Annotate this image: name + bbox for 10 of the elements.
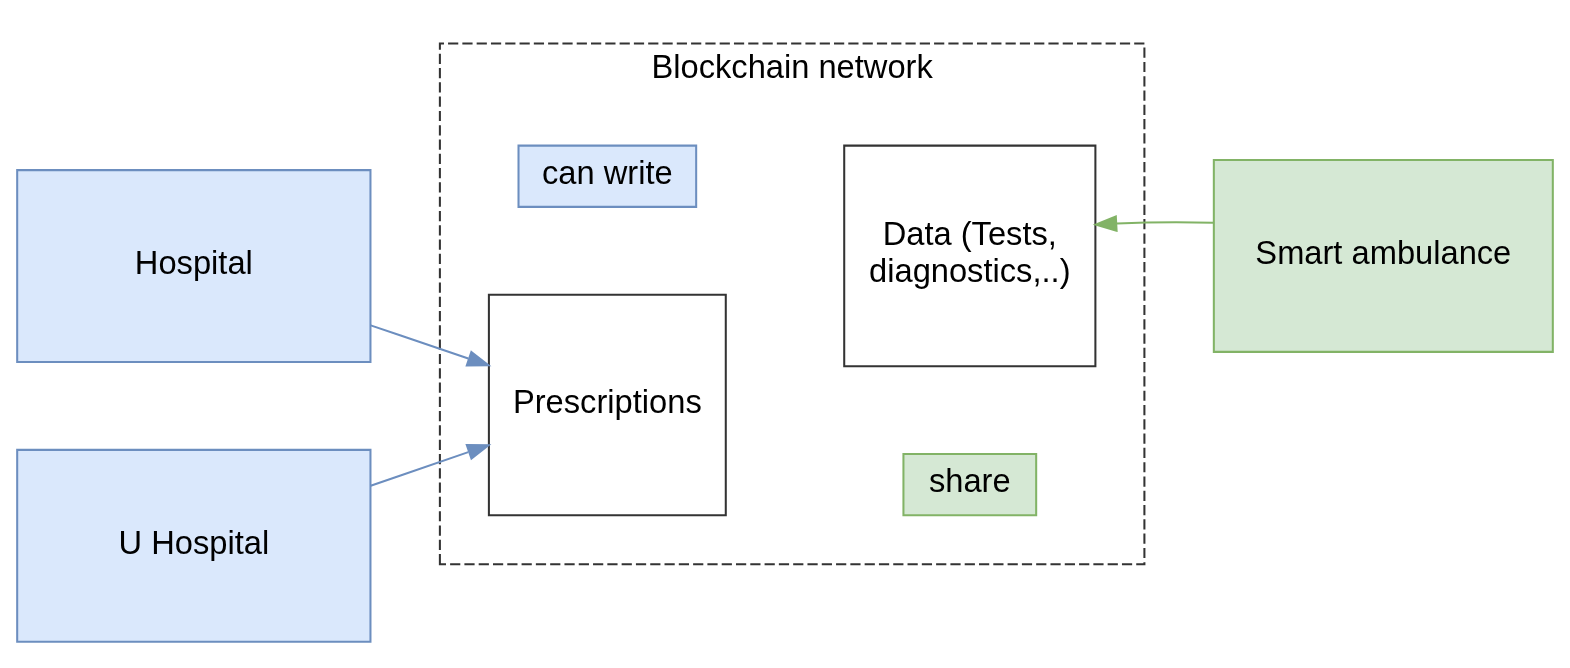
node-box: U Hospital <box>16 448 372 643</box>
node-box: Prescriptions <box>487 293 727 516</box>
node-box: share <box>902 452 1038 516</box>
arrow <box>370 443 492 487</box>
node-box: Data (Tests, diagnostics,..) <box>843 144 1097 367</box>
node-box: Smart ambulance <box>1212 158 1554 353</box>
node-box: can write <box>517 144 698 208</box>
arrow <box>1092 214 1214 232</box>
arrow <box>370 323 492 367</box>
node-box: Hospital <box>16 168 372 363</box>
